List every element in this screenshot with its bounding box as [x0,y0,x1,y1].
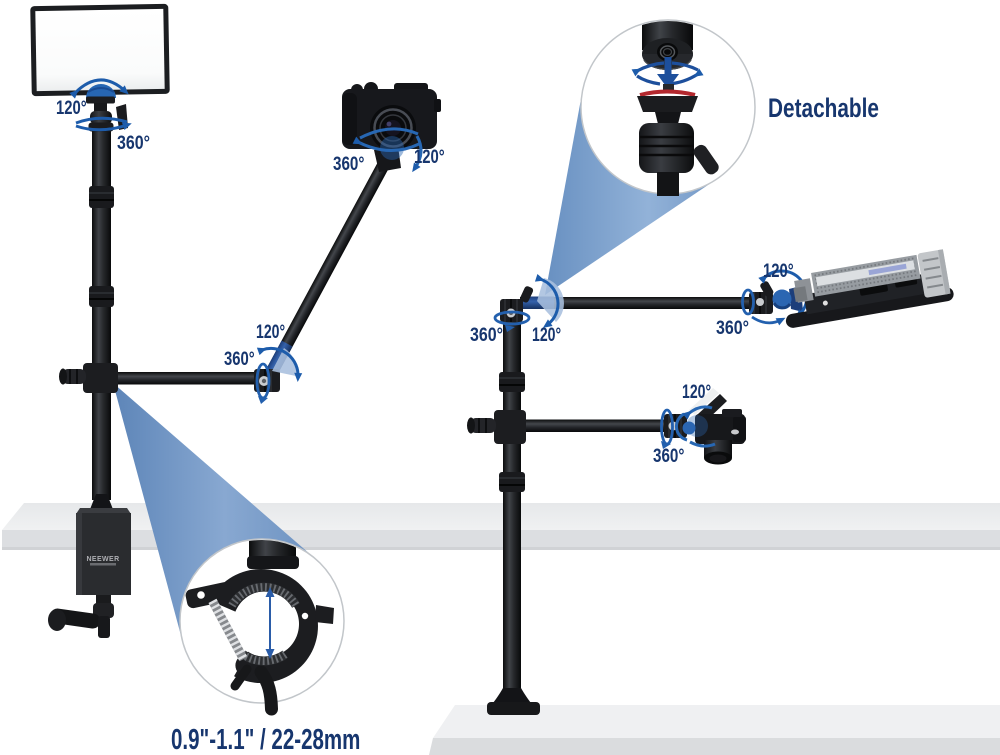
svg-text:NEEWER: NEEWER [86,556,119,563]
svg-text:120°: 120° [532,324,561,346]
svg-text:360°: 360° [224,348,255,369]
svg-text:360°: 360° [117,132,150,154]
svg-text:120°: 120° [682,381,711,403]
svg-text:0.9"-1.1" / 22-28mm: 0.9"-1.1" / 22-28mm [171,725,360,755]
svg-text:Detachable: Detachable [768,94,879,124]
svg-text:120°: 120° [256,321,285,343]
svg-text:360°: 360° [333,152,365,174]
svg-text:120°: 120° [763,260,794,281]
svg-text:360°: 360° [716,317,749,339]
svg-text:120°: 120° [56,97,87,118]
svg-text:360°: 360° [653,444,685,466]
svg-text:120°: 120° [414,146,445,167]
svg-text:360°: 360° [470,324,503,346]
